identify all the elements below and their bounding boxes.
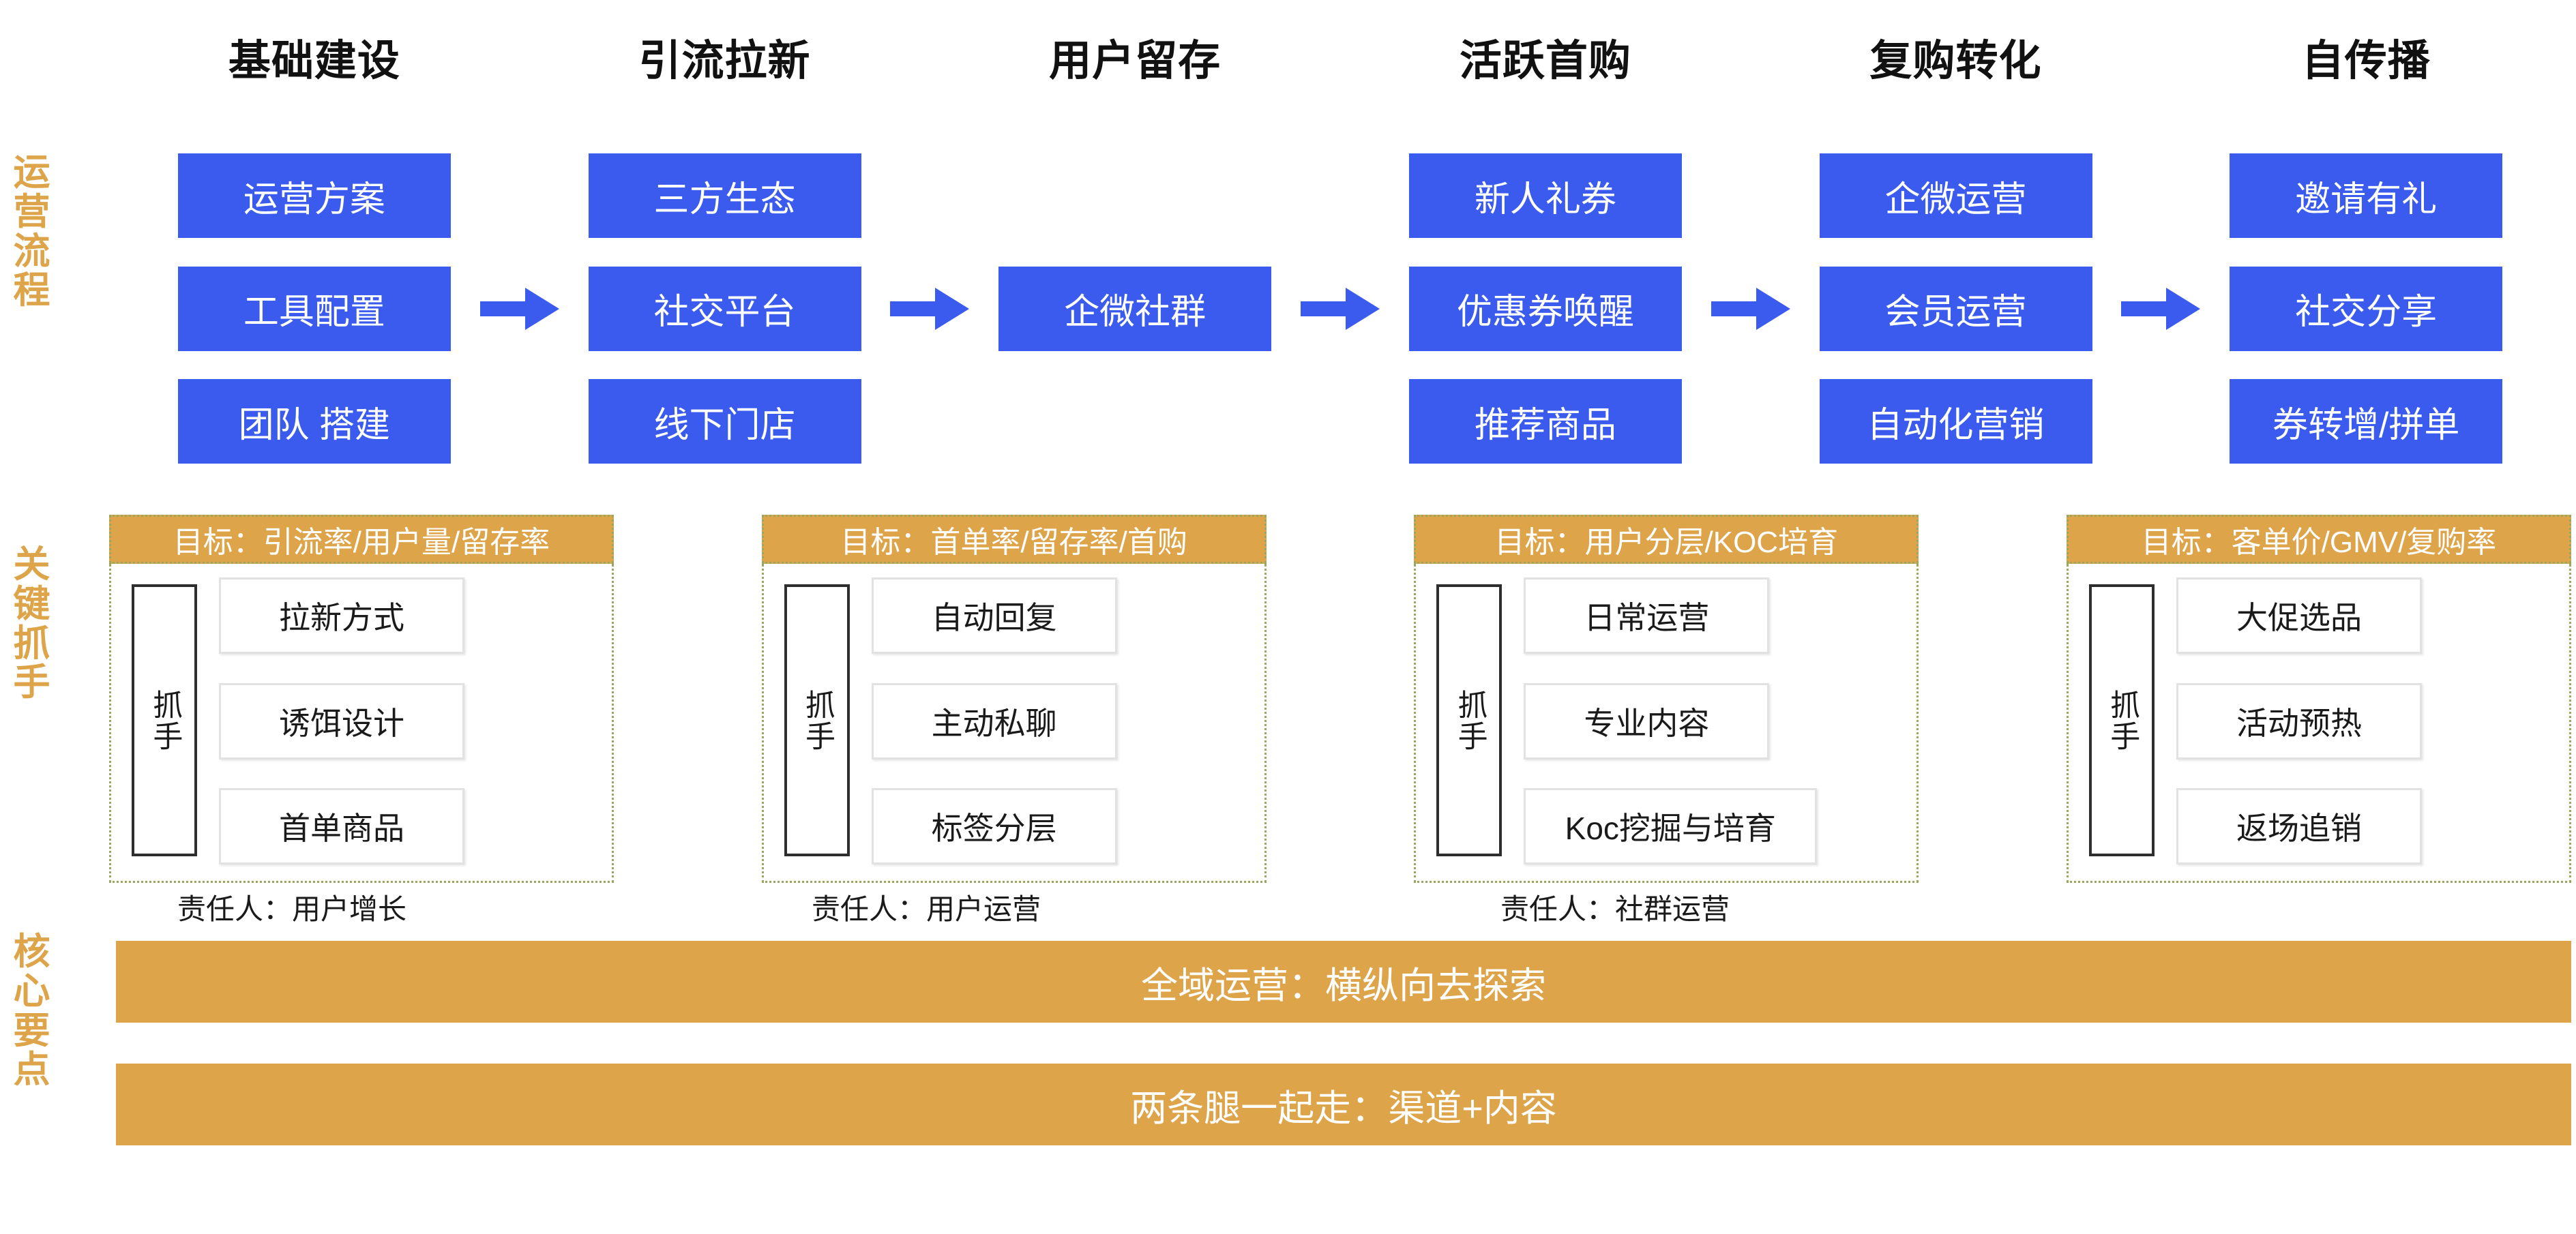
owner-caption: 责任人：用户增长 bbox=[177, 893, 407, 925]
lever-item[interactable]: 日常运营 bbox=[1524, 577, 1770, 654]
flow-box[interactable]: 工具配置 bbox=[177, 266, 451, 351]
owner-caption: 责任人：社群运营 bbox=[1500, 893, 1730, 925]
lever-item-list: 大促选品 活动预热 返场追销 bbox=[2176, 575, 2554, 867]
flow-box[interactable]: 邀请有礼 bbox=[2230, 153, 2503, 238]
lever-handle-box: 抓手 bbox=[132, 584, 197, 856]
flow-box[interactable]: 优惠券唤醒 bbox=[1408, 266, 1682, 351]
flow-column-4: 企微运营 会员运营 自动化营销 bbox=[1751, 153, 2201, 464]
lever-goal-banner: 目标：客单价/GMV/复购率 bbox=[2066, 515, 2571, 564]
lever-goal-banner: 目标：用户分层/KOC培育 bbox=[1414, 515, 1919, 564]
column-header-row: 基础建设 引流拉新 用户留存 活跃首购 复购转化 自传播 bbox=[109, 26, 2571, 87]
flow-box[interactable]: 社交平台 bbox=[588, 266, 861, 351]
arrow-right-icon bbox=[2121, 284, 2201, 334]
column-title-5: 自传播 bbox=[2301, 37, 2431, 85]
flow-column-2: 企微社群 bbox=[930, 153, 1380, 464]
lever-handle-box: 抓手 bbox=[2088, 584, 2155, 856]
arrow-right-icon bbox=[890, 284, 970, 334]
lever-goal-banner: 目标：首单率/留存率/首购 bbox=[761, 515, 1267, 564]
flow-column-0: 运营方案 工具配置 团队 搭建 bbox=[109, 153, 559, 464]
arrow-right-icon bbox=[1711, 284, 1790, 334]
lever-group-1: 目标：首单率/留存率/首购 抓手 自动回复 主动私聊 标签分层 bbox=[761, 515, 1267, 883]
lever-handle-box: 抓手 bbox=[1436, 584, 1502, 856]
lever-item[interactable]: 标签分层 bbox=[871, 788, 1117, 864]
column-title-0: 基础建设 bbox=[228, 37, 400, 85]
band-label-operation-flow: 运营流程 bbox=[13, 152, 51, 312]
lever-item[interactable]: 专业内容 bbox=[1524, 682, 1770, 759]
core-point-bar: 两条腿一起走：渠道+内容 bbox=[116, 1064, 2571, 1145]
lever-item[interactable]: Koc挖掘与培育 bbox=[1524, 788, 1818, 864]
lever-group-2: 目标：用户分层/KOC培育 抓手 日常运营 专业内容 Koc挖掘与培育 bbox=[1414, 515, 1919, 883]
flow-box[interactable]: 社交分享 bbox=[2230, 266, 2503, 351]
flow-box[interactable]: 会员运营 bbox=[1819, 266, 2092, 351]
lever-item-list: 自动回复 主动私聊 标签分层 bbox=[871, 575, 1249, 867]
band-label-core-points: 核心要点 bbox=[13, 931, 51, 1091]
lever-handle-label: 抓手 bbox=[148, 689, 182, 752]
column-title-2: 用户留存 bbox=[1049, 37, 1222, 85]
column-title-4: 复购转化 bbox=[1869, 37, 2042, 85]
lever-body: 抓手 拉新方式 诱饵设计 首单商品 bbox=[109, 564, 614, 883]
lever-item[interactable]: 首单商品 bbox=[219, 788, 464, 864]
flow-box[interactable]: 自动化营销 bbox=[1819, 379, 2092, 464]
lever-handle-box: 抓手 bbox=[784, 584, 850, 856]
lever-item[interactable]: 大促选品 bbox=[2176, 577, 2422, 654]
lever-body: 抓手 自动回复 主动私聊 标签分层 bbox=[761, 564, 1267, 883]
flow-box[interactable]: 企微运营 bbox=[1819, 153, 2092, 238]
lever-body: 抓手 日常运营 专业内容 Koc挖掘与培育 bbox=[1414, 564, 1919, 883]
arrow-right-icon bbox=[1301, 284, 1380, 334]
lever-item[interactable]: 自动回复 bbox=[871, 577, 1117, 654]
lever-item-list: 日常运营 专业内容 Koc挖掘与培育 bbox=[1524, 575, 1901, 867]
lever-group-3: 目标：客单价/GMV/复购率 抓手 大促选品 活动预热 返场追销 bbox=[2066, 515, 2571, 883]
lever-handle-label: 抓手 bbox=[1453, 689, 1487, 752]
lever-item[interactable]: 返场追销 bbox=[2176, 788, 2422, 864]
flow-box[interactable]: 运营方案 bbox=[177, 153, 451, 238]
flow-column-1: 三方生态 社交平台 线下门店 bbox=[520, 153, 970, 464]
flow-box[interactable]: 推荐商品 bbox=[1408, 379, 1682, 464]
operation-flow-row: 运营方案 工具配置 团队 搭建 三方生态 社交平台 线下门店 企微社群 新人礼券 bbox=[109, 153, 2571, 464]
core-point-bar: 全域运营：横纵向去探索 bbox=[116, 941, 2571, 1023]
flow-box[interactable]: 团队 搭建 bbox=[177, 379, 451, 464]
lever-group-0: 目标：引流率/用户量/留存率 抓手 拉新方式 诱饵设计 首单商品 bbox=[109, 515, 614, 883]
band-label-key-levers: 关键抓手 bbox=[13, 544, 51, 704]
flow-box[interactable]: 线下门店 bbox=[588, 379, 861, 464]
key-levers-row: 目标：引流率/用户量/留存率 抓手 拉新方式 诱饵设计 首单商品 目标：首单率/… bbox=[109, 515, 2571, 883]
lever-handle-label: 抓手 bbox=[2105, 689, 2140, 752]
flow-box[interactable]: 三方生态 bbox=[588, 153, 861, 238]
flow-box[interactable]: 新人礼券 bbox=[1408, 153, 1682, 238]
lever-item[interactable]: 拉新方式 bbox=[219, 577, 464, 654]
lever-body: 抓手 大促选品 活动预热 返场追销 bbox=[2066, 564, 2571, 883]
flow-box[interactable]: 券转增/拼单 bbox=[2230, 379, 2503, 464]
lever-item-list: 拉新方式 诱饵设计 首单商品 bbox=[219, 575, 597, 867]
arrow-right-icon bbox=[479, 284, 559, 334]
column-title-3: 活跃首购 bbox=[1459, 37, 1631, 85]
lever-handle-label: 抓手 bbox=[800, 689, 834, 752]
flow-box[interactable]: 企微社群 bbox=[998, 266, 1272, 351]
lever-item[interactable]: 诱饵设计 bbox=[219, 682, 464, 759]
flow-column-3: 新人礼券 优惠券唤醒 推荐商品 bbox=[1340, 153, 1790, 464]
column-title-1: 引流拉新 bbox=[638, 37, 811, 85]
owner-caption-row: 责任人：用户增长 责任人：用户运营 责任人：社群运营 bbox=[109, 886, 2571, 929]
lever-item[interactable]: 主动私聊 bbox=[871, 682, 1117, 759]
lever-goal-banner: 目标：引流率/用户量/留存率 bbox=[109, 515, 614, 564]
flow-column-5: 邀请有礼 社交分享 券转增/拼单 bbox=[2161, 153, 2571, 464]
owner-caption: 责任人：用户运营 bbox=[812, 893, 1041, 925]
lever-item[interactable]: 活动预热 bbox=[2176, 682, 2422, 759]
